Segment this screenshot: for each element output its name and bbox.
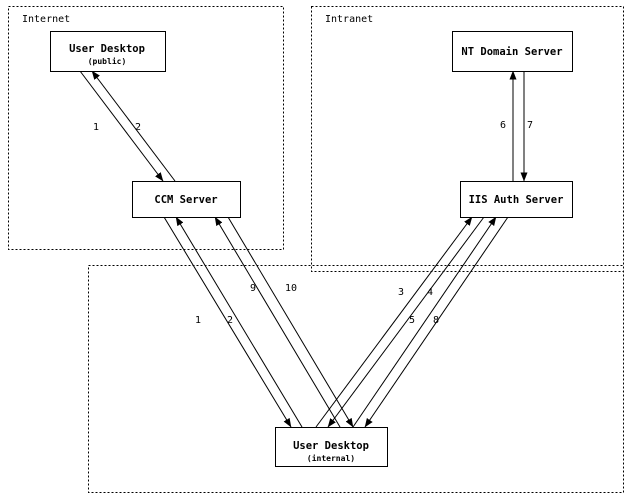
node-box-nt-domain-server[interactable] xyxy=(452,31,573,72)
step-label-flow-4-iis-to-internal: 4 xyxy=(427,287,433,298)
node-subtitle-user-desktop-public: (public) xyxy=(88,56,127,66)
node-subtitle-user-desktop-internal: (internal) xyxy=(307,453,355,463)
flow-line-flow-10-ccm-to-internal xyxy=(227,216,354,428)
step-label-flow-10-ccm-to-internal: 10 xyxy=(285,283,297,294)
step-label-flow-2-ccm-to-public: 2 xyxy=(135,122,141,133)
flow-line-flow-5-internal-to-iis xyxy=(352,216,497,428)
zone-label-intranet: Intranet xyxy=(325,14,373,25)
step-label-flow-3-internal-to-iis: 3 xyxy=(398,287,404,298)
step-label-flow-1-ccm-to-internal: 1 xyxy=(195,315,201,326)
flow-line-flow-4-iis-to-internal xyxy=(327,216,485,428)
node-title-user-desktop-public: User Desktop xyxy=(69,43,145,55)
message-flow-lines xyxy=(79,70,528,428)
step-label-flow-1-public-to-ccm: 1 xyxy=(93,122,99,133)
step-label-flow-6-iis-to-nt: 6 xyxy=(500,120,506,131)
flow-line-flow-8-iis-to-internal xyxy=(364,216,509,428)
zone-boundaries: Internet Intranet xyxy=(8,6,624,493)
node-box-user-desktop-internal[interactable] xyxy=(275,427,388,467)
zone-label-internet: Internet xyxy=(22,14,70,25)
step-label-flow-2-internal-to-ccm: 2 xyxy=(227,315,233,326)
flow-line-flow-2-ccm-to-public xyxy=(91,70,176,182)
step-label-flow-5-internal-to-iis: 5 xyxy=(409,315,415,326)
zone-boundary-internet xyxy=(8,6,284,250)
node-box-ccm-server[interactable] xyxy=(132,181,241,218)
node-box-iis-auth-server[interactable] xyxy=(460,181,573,218)
zone-boundary-intranet xyxy=(311,6,624,272)
node-box-user-desktop-public[interactable] xyxy=(50,31,166,72)
step-label-flow-9-internal-to-ccm: 9 xyxy=(250,283,256,294)
step-label-flow-7-nt-to-iis: 7 xyxy=(527,120,533,131)
node-title-ccm-server: CCM Server xyxy=(154,194,217,206)
flow-line-flow-1-public-to-ccm xyxy=(79,70,164,182)
zone-boundary-internal-lan xyxy=(88,265,624,493)
node-title-user-desktop-internal: User Desktop xyxy=(293,440,369,452)
step-label-flow-8-iis-to-internal: 8 xyxy=(433,315,439,326)
flow-line-flow-2-internal-to-ccm xyxy=(175,216,303,428)
flow-line-flow-1-ccm-to-internal xyxy=(163,216,292,428)
flow-line-flow-3-internal-to-iis xyxy=(315,216,473,428)
flow-line-flow-9-internal-to-ccm xyxy=(214,216,341,428)
step-number-labels: 1 2 6 7 1 2 9 10 3 4 5 8 xyxy=(93,120,533,326)
node-title-iis-auth-server: IIS Auth Server xyxy=(469,194,564,206)
node-title-nt-domain-server: NT Domain Server xyxy=(461,46,562,58)
